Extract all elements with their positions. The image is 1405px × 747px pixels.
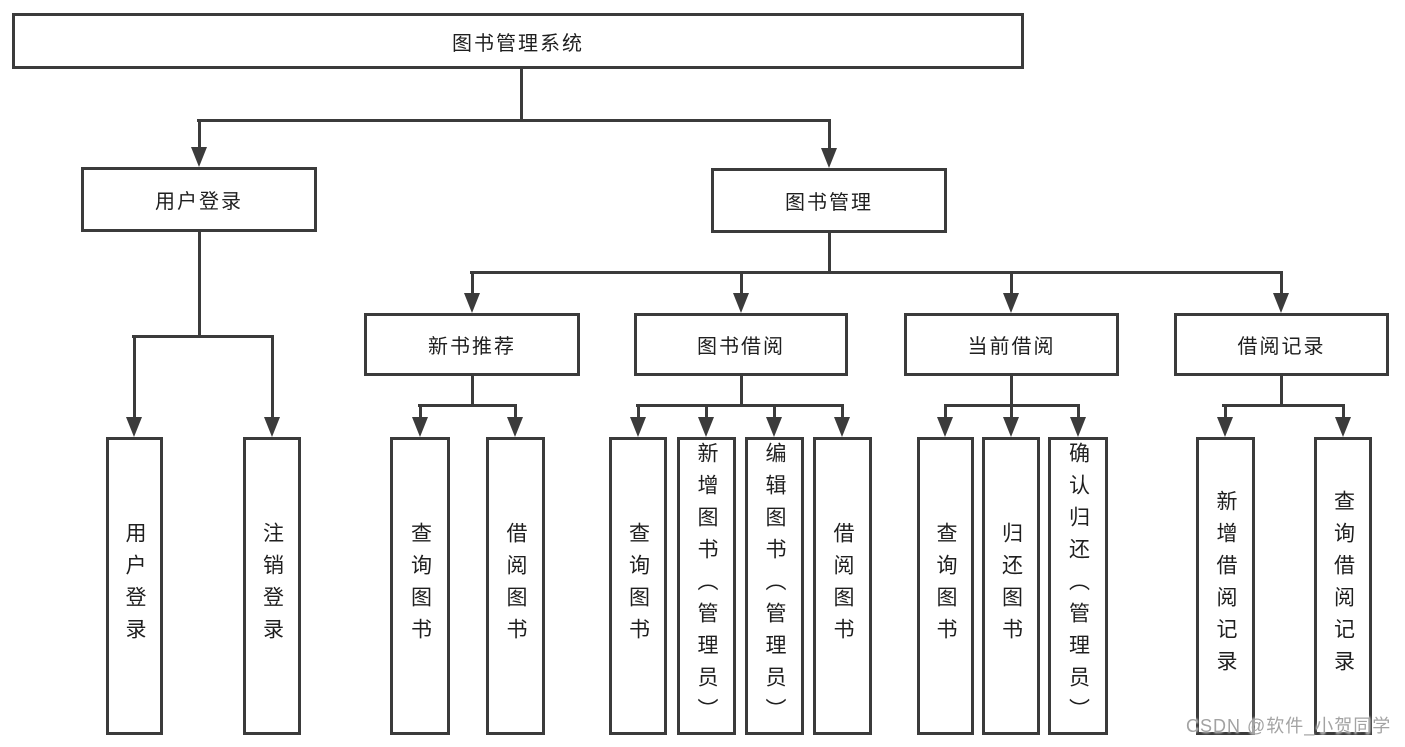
connector-line	[636, 404, 844, 407]
connector-line	[1224, 404, 1227, 419]
node-label: 新增借阅记录	[1214, 490, 1237, 682]
arrow-down-icon	[1003, 293, 1019, 313]
arrow-down-icon	[126, 417, 142, 437]
node-book-borrowing: 图书借阅	[634, 313, 848, 376]
leaf-borrow-books-recommend: 借阅图书	[486, 437, 545, 735]
connector-line	[197, 119, 831, 122]
connector-line	[470, 271, 1283, 274]
connector-line	[1077, 404, 1080, 419]
arrow-down-icon	[464, 293, 480, 313]
node-label: 用户登录	[123, 522, 146, 650]
connector-line	[132, 335, 274, 338]
connector-line	[841, 404, 844, 419]
arrow-down-icon	[630, 417, 646, 437]
arrow-down-icon	[191, 147, 207, 167]
arrow-down-icon	[264, 417, 280, 437]
node-label: 用户登录	[155, 191, 243, 213]
node-borrowing-records: 借阅记录	[1174, 313, 1389, 376]
connector-line	[471, 376, 474, 407]
leaf-user-login: 用户登录	[106, 437, 163, 735]
connector-line	[740, 376, 743, 407]
node-label: 借阅图书	[831, 522, 854, 650]
node-label: 新增图书（管理员）	[695, 442, 718, 730]
connector-line	[418, 404, 517, 407]
leaf-edit-books-admin: 编辑图书（管理员）	[745, 437, 804, 735]
connector-line	[1010, 376, 1013, 407]
connector-line	[1280, 271, 1283, 297]
connector-line	[514, 404, 517, 419]
connector-line	[133, 335, 136, 419]
arrow-down-icon	[1273, 293, 1289, 313]
connector-line	[740, 271, 743, 297]
arrow-down-icon	[766, 417, 782, 437]
arrow-down-icon	[937, 417, 953, 437]
connector-line	[471, 271, 474, 297]
node-label: 当前借阅	[967, 336, 1056, 358]
node-label: 归还图书	[999, 522, 1023, 650]
node-current-borrowing: 当前借阅	[904, 313, 1119, 376]
node-label: 图书借阅	[697, 336, 785, 358]
node-label: 借阅图书	[504, 522, 527, 650]
connector-line	[198, 119, 201, 150]
node-label: 图书管理系统	[452, 32, 584, 55]
node-label: 借阅记录	[1237, 336, 1326, 358]
connector-line	[944, 404, 947, 419]
leaf-query-books-current: 查询图书	[917, 437, 974, 735]
arrow-down-icon	[507, 417, 523, 437]
leaf-query-books-recommend: 查询图书	[390, 437, 450, 735]
connector-line	[520, 68, 523, 121]
connector-line	[198, 232, 201, 337]
csdn-watermark: CSDN @软件_小贺同学	[1186, 716, 1392, 736]
arrow-down-icon	[1070, 417, 1086, 437]
leaf-add-books-admin: 新增图书（管理员）	[677, 437, 736, 735]
leaf-return-books: 归还图书	[982, 437, 1040, 735]
connector-line	[828, 119, 831, 151]
connector-line	[637, 404, 640, 419]
arrow-down-icon	[733, 293, 749, 313]
connector-line	[419, 404, 422, 419]
arrow-down-icon	[698, 417, 714, 437]
node-user-login: 用户登录	[81, 167, 317, 232]
node-new-book-recommend: 新书推荐	[364, 313, 580, 376]
arrow-down-icon	[412, 417, 428, 437]
connector-line	[1280, 376, 1283, 407]
node-label: 查询图书	[934, 522, 957, 650]
arrow-down-icon	[821, 148, 837, 168]
connector-line	[1010, 404, 1013, 419]
node-book-management: 图书管理	[711, 168, 947, 233]
connector-line	[705, 404, 708, 419]
node-label: 注销登录	[260, 522, 284, 650]
node-label: 查询图书	[408, 522, 432, 650]
connector-line	[1342, 404, 1345, 419]
connector-line	[1010, 271, 1013, 297]
arrow-down-icon	[1217, 417, 1233, 437]
node-label: 查询借阅记录	[1331, 490, 1355, 682]
leaf-query-books-borrowing: 查询图书	[609, 437, 667, 735]
connector-line	[773, 404, 776, 419]
node-label: 新书推荐	[428, 336, 516, 358]
node-label: 确认归还（管理员）	[1066, 442, 1090, 730]
connector-line	[1222, 404, 1344, 407]
arrow-down-icon	[834, 417, 850, 437]
leaf-query-borrow-record: 查询借阅记录	[1314, 437, 1372, 735]
leaf-add-borrow-record: 新增借阅记录	[1196, 437, 1255, 735]
leaf-borrow-books: 借阅图书	[813, 437, 872, 735]
connector-line	[271, 335, 274, 419]
leaf-confirm-return-admin: 确认归还（管理员）	[1048, 437, 1108, 735]
connector-line	[828, 233, 831, 273]
node-label: 图书管理	[785, 192, 873, 214]
node-root: 图书管理系统	[12, 13, 1024, 69]
arrow-down-icon	[1335, 417, 1351, 437]
arrow-down-icon	[1003, 417, 1019, 437]
node-label: 查询图书	[626, 522, 650, 650]
node-label: 编辑图书（管理员）	[763, 442, 786, 730]
leaf-logout: 注销登录	[243, 437, 301, 735]
